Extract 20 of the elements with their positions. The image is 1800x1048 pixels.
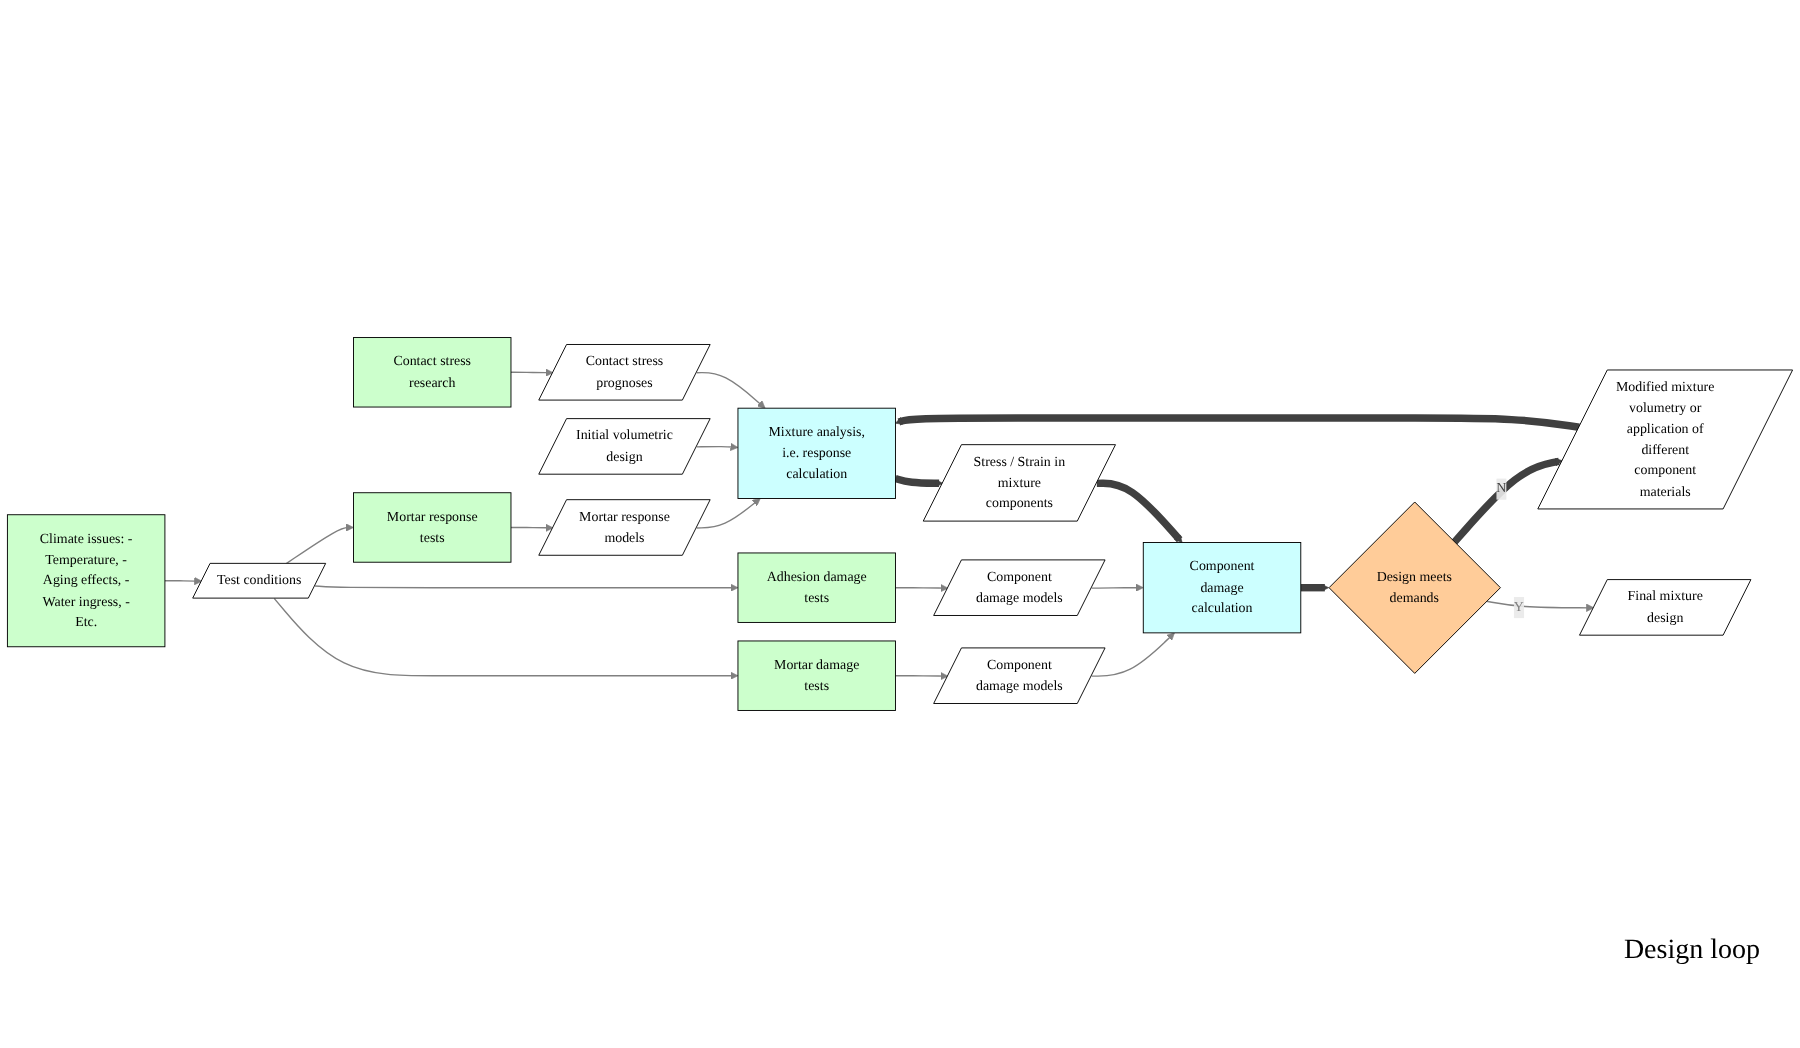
- arrow: [895, 414, 1580, 431]
- arrow: [696, 371, 766, 409]
- arrow: [696, 442, 739, 451]
- arrow: [894, 672, 949, 681]
- arrow: [314, 583, 739, 592]
- arrow: [1485, 600, 1595, 612]
- arrow: [285, 523, 354, 565]
- arrow: [894, 584, 949, 593]
- arrow: [510, 523, 554, 532]
- arrow: [273, 597, 739, 680]
- arrow: [1451, 457, 1563, 545]
- note-text: Design loop: [1623, 936, 1760, 968]
- arrow: [1299, 583, 1329, 592]
- arrow: [1090, 583, 1144, 592]
- arrow: [1096, 479, 1183, 543]
- arrow: [1090, 632, 1175, 677]
- arrow: [894, 474, 944, 488]
- arrow: [164, 577, 203, 586]
- arrow: [696, 498, 761, 529]
- arrow: [510, 368, 554, 377]
